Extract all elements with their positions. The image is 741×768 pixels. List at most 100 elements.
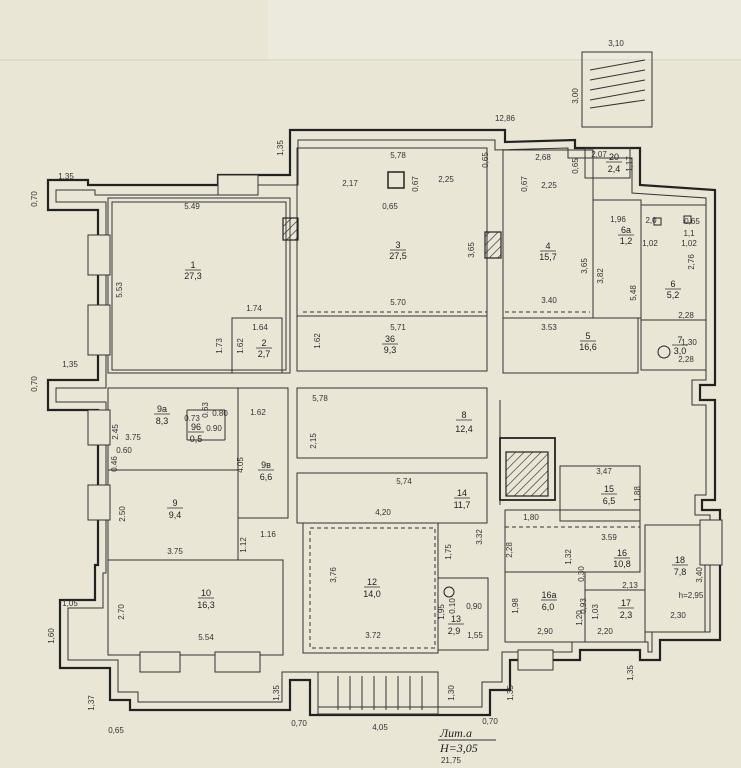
room-area: 15,7 — [539, 252, 557, 262]
dimension-label: 1,02 — [642, 239, 658, 248]
dimension-label: 1,05 — [62, 599, 78, 608]
dimension-label: 1.62 — [313, 333, 322, 349]
dimension-label: 0.10 — [448, 598, 457, 614]
dimension-label: 1.16 — [260, 530, 276, 539]
outer-walls — [46, 128, 722, 717]
dimension-label: 1,30 — [447, 685, 456, 701]
dimension-label: 3.53 — [541, 323, 557, 332]
fixtures — [387, 171, 692, 598]
dimension-label: 21,75 — [441, 756, 462, 765]
dimension-label: 0.60 — [116, 446, 132, 455]
toilet-icon — [683, 215, 692, 224]
dimension-label: 1,1 — [683, 229, 695, 238]
dimension-label: 2.45 — [111, 424, 120, 440]
room-number: 5 — [585, 331, 590, 341]
paper-fold — [268, 0, 741, 62]
dimension-label: 0,67 — [520, 176, 529, 192]
room-area: 14,0 — [363, 589, 381, 599]
room-area: 2,7 — [258, 349, 271, 359]
room-number: 6 — [670, 279, 675, 289]
dimension-label: 2.50 — [118, 506, 127, 522]
dimension-label: 0,90 — [466, 602, 482, 611]
room-labels: 127,322,7327,5369,3415,7516,66a1,265,273… — [154, 152, 688, 636]
floor-drain-icon — [443, 586, 455, 598]
room-area: 2,4 — [608, 164, 621, 174]
dimension-label: 0,70 — [482, 717, 498, 726]
room-area: 6,0 — [542, 602, 555, 612]
dimension-label: 4,05 — [372, 723, 388, 732]
room-number: 2 — [261, 338, 266, 348]
room-area: 9,3 — [384, 345, 397, 355]
dimension-label: 2,28 — [505, 542, 514, 558]
dimension-label: 0,30 — [577, 566, 586, 582]
height-label: H=3,05 — [439, 741, 478, 755]
dimension-label: 1,35 — [276, 140, 285, 156]
inner-walls — [107, 147, 707, 656]
room-number: 1 — [190, 260, 195, 270]
stair-shafts — [282, 217, 556, 501]
room-area: 0,5 — [190, 434, 203, 444]
dimension-label: 0,70 — [30, 376, 39, 392]
dimension-label: 3,00 — [571, 88, 580, 104]
room-area: 1,2 — [620, 236, 633, 246]
dimension-label: 5.49 — [184, 202, 200, 211]
room-number: 9a — [157, 404, 167, 414]
dimension-label: 1,88 — [633, 486, 642, 502]
dimension-label: 5,74 — [396, 477, 412, 486]
room-number: 15 — [604, 484, 614, 494]
room-number: 96 — [191, 422, 201, 432]
dimension-label: 1,96 — [610, 215, 626, 224]
dimension-label: 3,40 — [695, 567, 704, 583]
dimension-label: 2,15 — [309, 433, 318, 449]
dimension-label: 2,30 — [670, 611, 686, 620]
dimension-label: 1.12 — [239, 537, 248, 553]
dimension-label: 0,65 — [382, 202, 398, 211]
room-number: 20 — [609, 152, 619, 162]
dimension-label: 3.40 — [541, 296, 557, 305]
dimension-label: 3.72 — [365, 631, 381, 640]
dimension-label: 4,20 — [375, 508, 391, 517]
dimension-label: 0,67 — [411, 176, 420, 192]
room-area: 27,5 — [389, 251, 407, 261]
dimension-label: 0,70 — [291, 719, 307, 728]
room-number: 12 — [367, 577, 377, 587]
dimension-label: 3.59 — [601, 533, 617, 542]
dimension-label: 1,03 — [591, 604, 600, 620]
dimension-label: 0,70 — [30, 191, 39, 207]
dimension-label: 1,02 — [681, 239, 697, 248]
dimension-label: 1,35 — [506, 685, 515, 701]
room-number: 8 — [461, 410, 466, 420]
dimension-label: 0,93 — [579, 598, 588, 614]
room-number: 14 — [457, 488, 467, 498]
dimension-label: 1,17 — [625, 156, 634, 172]
dimension-label: 5.70 — [390, 298, 406, 307]
porch-bottom — [317, 671, 439, 715]
toilet-icon — [653, 217, 662, 226]
dimension-label: 1,55 — [467, 631, 483, 640]
dimension-label: 0,65 — [108, 726, 124, 735]
dimension-label: 4.05 — [236, 457, 245, 473]
room-area: 6,6 — [260, 472, 273, 482]
dimension-label: 5,78 — [390, 151, 406, 160]
dimension-label: 0,65 — [481, 152, 490, 168]
dimension-label: 2,07 — [591, 150, 607, 159]
room-area: 12,4 — [455, 424, 473, 434]
dimension-label: 1,98 — [511, 598, 520, 614]
dimension-label: 1,60 — [47, 628, 56, 644]
dimension-label: 5,48 — [629, 285, 638, 301]
room-area: 6,5 — [603, 496, 616, 506]
dimension-label: 0,65 — [684, 217, 700, 226]
dimension-label: h=2,95 — [679, 591, 704, 600]
dimension-label: 3.75 — [167, 547, 183, 556]
dimension-label: 1,35 — [272, 685, 281, 701]
column — [387, 171, 405, 189]
room-number: 6a — [621, 225, 631, 235]
dimension-label: 2,28 — [678, 311, 694, 320]
dimension-label: 0.80 — [212, 409, 228, 418]
room-number: 4 — [545, 241, 550, 251]
room-number: 16 — [617, 548, 627, 558]
dimension-label: 2,13 — [622, 581, 638, 590]
dimension-label: 1.62 — [250, 408, 266, 417]
